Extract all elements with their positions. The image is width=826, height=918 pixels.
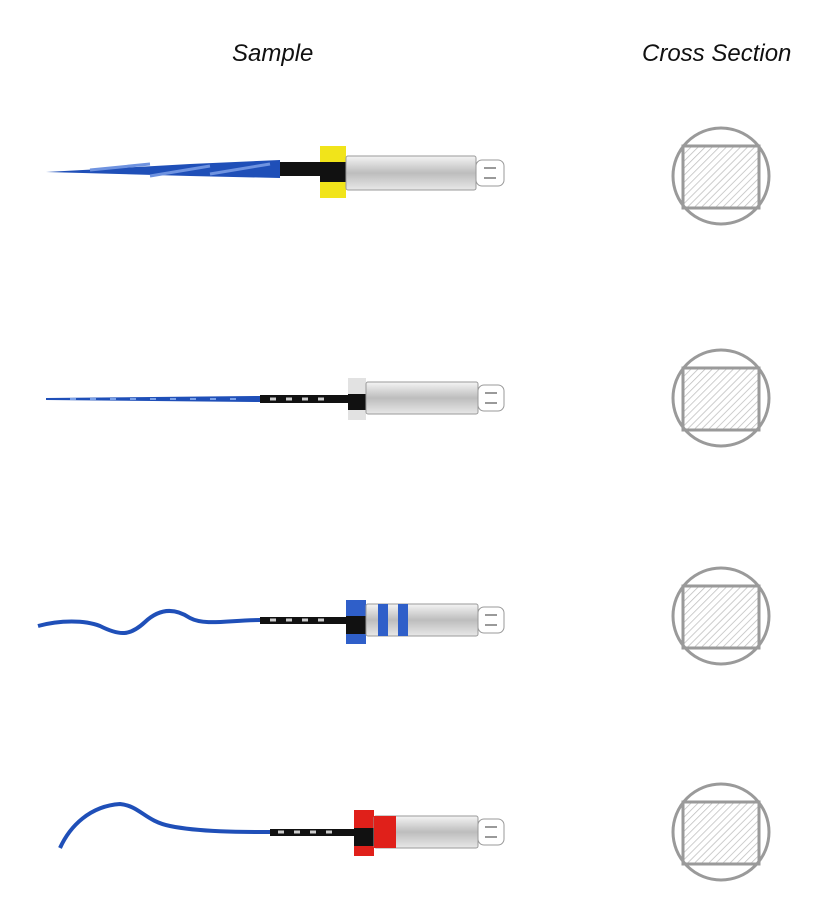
sample-row-1 [0, 120, 826, 230]
cross-section-4 [671, 782, 771, 882]
cross-section-1 [671, 126, 771, 226]
cross-section-2 [671, 348, 771, 448]
file-working-part [58, 801, 271, 849]
file-instrument-2 [46, 378, 505, 420]
square-profile [681, 144, 761, 210]
sample-column-header: Sample [232, 40, 314, 67]
file-instrument-1 [46, 146, 505, 198]
cross-section-3 [671, 566, 771, 666]
color-band [374, 816, 396, 848]
file-instrument-4 [58, 801, 505, 856]
file-working-part [37, 609, 261, 635]
square-profile [681, 366, 761, 432]
sample-row-2 [0, 342, 826, 452]
sample-row-3 [0, 560, 826, 670]
square-profile [681, 584, 761, 650]
square-profile [681, 800, 761, 866]
cross-section-column-header: Cross Section [642, 40, 792, 67]
file-instrument-3 [37, 600, 505, 644]
handle-shank [365, 381, 479, 415]
handle-shank [345, 155, 477, 191]
sample-row-4 [0, 776, 826, 886]
color-band [378, 604, 388, 636]
